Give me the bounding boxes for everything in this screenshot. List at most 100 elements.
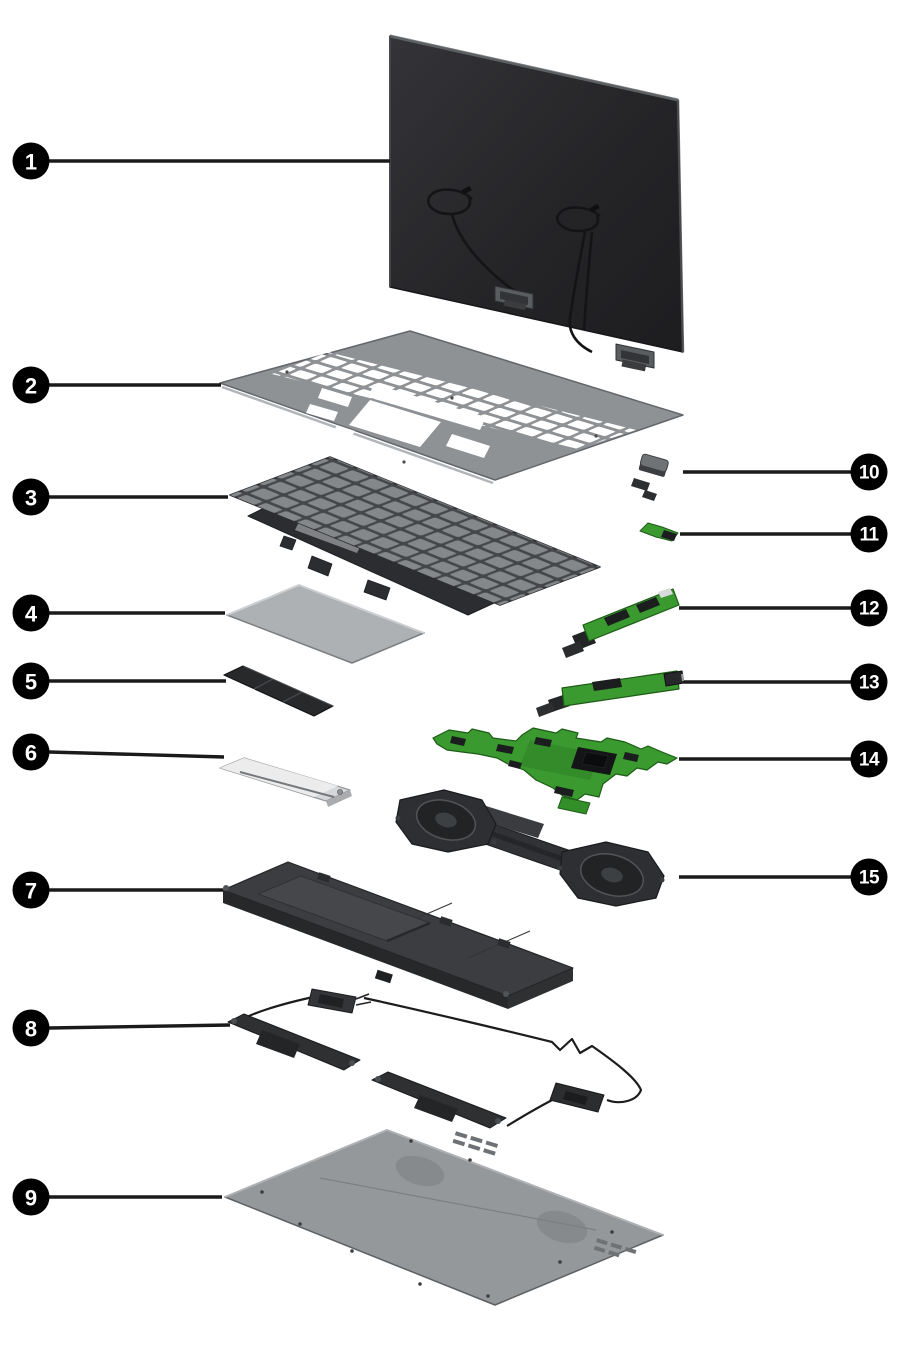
callout-13-badge [850,663,888,701]
callout-7: 7 [12,871,223,909]
ssd-ridge [239,771,335,798]
callout-11-number: 11 [859,525,879,546]
callout-14: 14 [679,740,888,778]
board-tab [557,796,591,815]
callout-14-number: 14 [859,750,880,771]
callout-3-number: 3 [25,486,37,511]
bottom-cover [224,1129,664,1306]
lid-right-edge [676,99,685,353]
callout-3: 3 [12,478,228,516]
audio-board-port [663,670,685,687]
fan-assembly [395,789,665,907]
callout-7-badge [12,871,50,909]
callout-4-number: 4 [25,602,38,627]
cpu-die [581,751,609,769]
memory-body [223,665,334,717]
callout-6: 6 [12,733,225,771]
sensor-board-connector [661,530,677,541]
system-board [432,727,678,815]
memory-module [223,665,334,717]
far-right-speaker [549,1082,605,1113]
callout-5: 5 [12,662,226,700]
touchpad [226,584,425,664]
usb-board [562,588,680,658]
callout-5-badge [12,662,50,700]
battery-screw-tab [503,991,509,997]
board-chips [450,736,639,797]
audio-board [536,670,685,717]
keyboard-opening [272,352,636,449]
ssd-drive [219,757,352,807]
top-cover [219,330,684,485]
keyboard [229,456,601,616]
lid-top-edge [389,34,679,102]
audio-board-pcb [561,670,680,707]
callouts: 1 2 3 4 5 6 7 [12,142,888,1216]
callout-6-badge [12,733,50,771]
touchpad-highlight [226,584,425,634]
battery-connector [374,969,393,984]
callout-1-badge [12,142,50,180]
callout-9-badge [12,1178,50,1216]
palmrest-front-lip [221,385,494,485]
component-cutouts [306,388,490,458]
callout-3-badge [12,478,50,516]
cover-edge-highlight [224,1129,664,1236]
right-fan [559,841,665,907]
callout-5-number: 5 [25,670,37,695]
callout-11: 11 [680,515,888,553]
power-button-board [631,453,669,501]
callout-14-badge [850,740,888,778]
spacebar-slot [368,384,486,430]
vent-slots [452,1131,499,1156]
memory-edge-highlight [242,665,334,707]
callout-8-number: 8 [25,1017,37,1042]
touchpad-cutout [349,400,441,447]
callout-9-number: 9 [25,1186,37,1211]
antenna-cables [427,188,601,354]
fan-tabs [395,815,665,883]
audio-board-bracket [536,702,555,717]
vent-slots [593,1238,637,1258]
callout-8-badge [12,1009,50,1047]
callout-10: 10 [683,453,888,491]
battery [222,861,574,1009]
callout-7-number: 7 [25,879,37,904]
bottom-cover-body [224,1129,664,1306]
callout-6-leader-line [48,750,225,759]
palmrest-screws [285,370,598,464]
callout-12-badge [850,589,888,627]
memory-chip-dividers [253,678,303,703]
usb-board-white-connector [658,588,673,598]
battery-screw-tab [223,885,229,891]
callout-1-number: 1 [25,150,37,175]
callout-15: 15 [679,858,888,896]
speakers [227,988,643,1129]
ssd-label-face [220,758,338,797]
display-hinges [494,285,655,372]
sensor-board [639,522,679,542]
callout-4-badge [12,594,50,632]
callout-1: 1 [12,142,390,180]
callout-2: 2 [12,366,221,404]
vent-circle [395,1155,445,1187]
left-speaker [227,1013,361,1071]
callout-12: 12 [679,589,888,627]
battery-right-face [508,968,573,1009]
keyboard-keys [230,457,600,605]
callout-2-badge [12,366,50,404]
power-button-bracket [631,478,657,501]
ssd-side-face [326,790,352,807]
callout-11-badge [850,515,888,553]
callout-9: 9 [12,1178,222,1216]
callout-10-number: 10 [859,463,879,484]
callout-2-number: 2 [25,374,37,399]
display-assembly [389,34,685,372]
callout-4: 4 [12,594,225,632]
usb-board-bracket [562,641,584,658]
tweeter-speaker [307,988,372,1014]
battery-ridge-edge [386,921,431,943]
callout-12-number: 12 [859,599,879,620]
callout-15-badge [850,858,888,896]
